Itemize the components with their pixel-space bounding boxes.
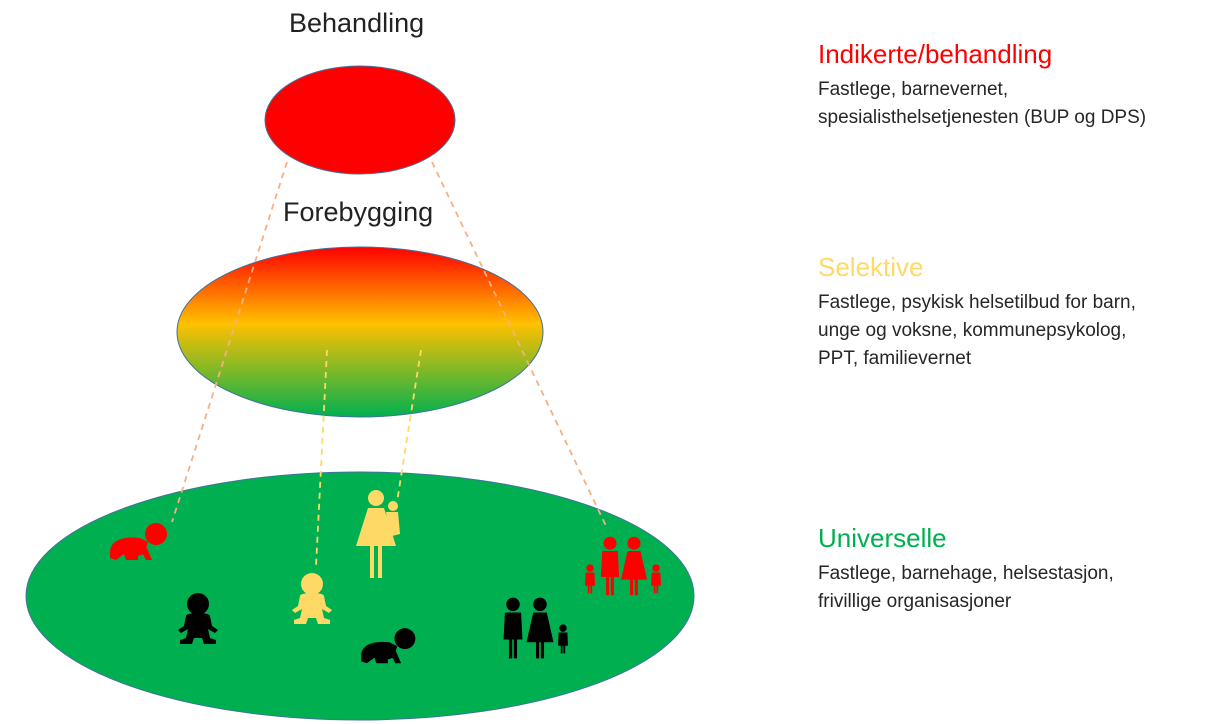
universal-tier-line: Fastlege, barnehage, helsestasjon, <box>818 563 1114 584</box>
universal-tier-heading: Universelle <box>818 523 947 553</box>
connector-yellow-right <box>396 349 422 503</box>
indicated-tier-heading: Indikerte/behandling <box>818 39 1053 69</box>
indicated-tier-description: Fastlege, barnevernet, spesialisthelsetj… <box>818 76 1146 132</box>
universal-tier-description: Fastlege, barnehage, helsestasjon, frivi… <box>818 560 1114 616</box>
selective-tier-line: unge og voksne, kommunepsykolog, <box>818 320 1127 341</box>
indicated-tier-block: Indikerte/behandling Fastlege, barnevern… <box>818 38 1146 132</box>
connector-lines <box>171 161 608 567</box>
selective-tier-description: Fastlege, psykisk helsetilbud for barn, … <box>818 289 1136 373</box>
prevention-level-label: Forebygging <box>283 197 434 227</box>
treatment-ellipse <box>264 65 456 175</box>
universal-tier-block: Universelle Fastlege, barnehage, helsest… <box>818 522 1114 616</box>
connector-right <box>431 161 608 529</box>
treatment-level-label: Behandling <box>289 8 425 38</box>
connector-left <box>171 161 288 523</box>
indicated-tier-line: spesialisthelsetjenesten (BUP og DPS) <box>818 107 1147 128</box>
universal-ellipse <box>25 471 695 721</box>
selective-tier-line: Fastlege, psykisk helsetilbud for barn, <box>818 292 1136 313</box>
indicated-tier-line: Fastlege, barnevernet, <box>818 79 1009 100</box>
parent-with-child-icon <box>356 490 400 578</box>
selective-tier-block: Selektive Fastlege, psykisk helsetilbud … <box>818 251 1136 373</box>
connector-yellow-left <box>315 349 328 567</box>
selective-tier-line: PPT, familievernet <box>818 348 972 369</box>
selective-tier-heading: Selektive <box>818 252 924 282</box>
universal-tier-line: frivillige organisasjoner <box>818 591 1012 612</box>
selective-ellipse <box>176 246 544 418</box>
